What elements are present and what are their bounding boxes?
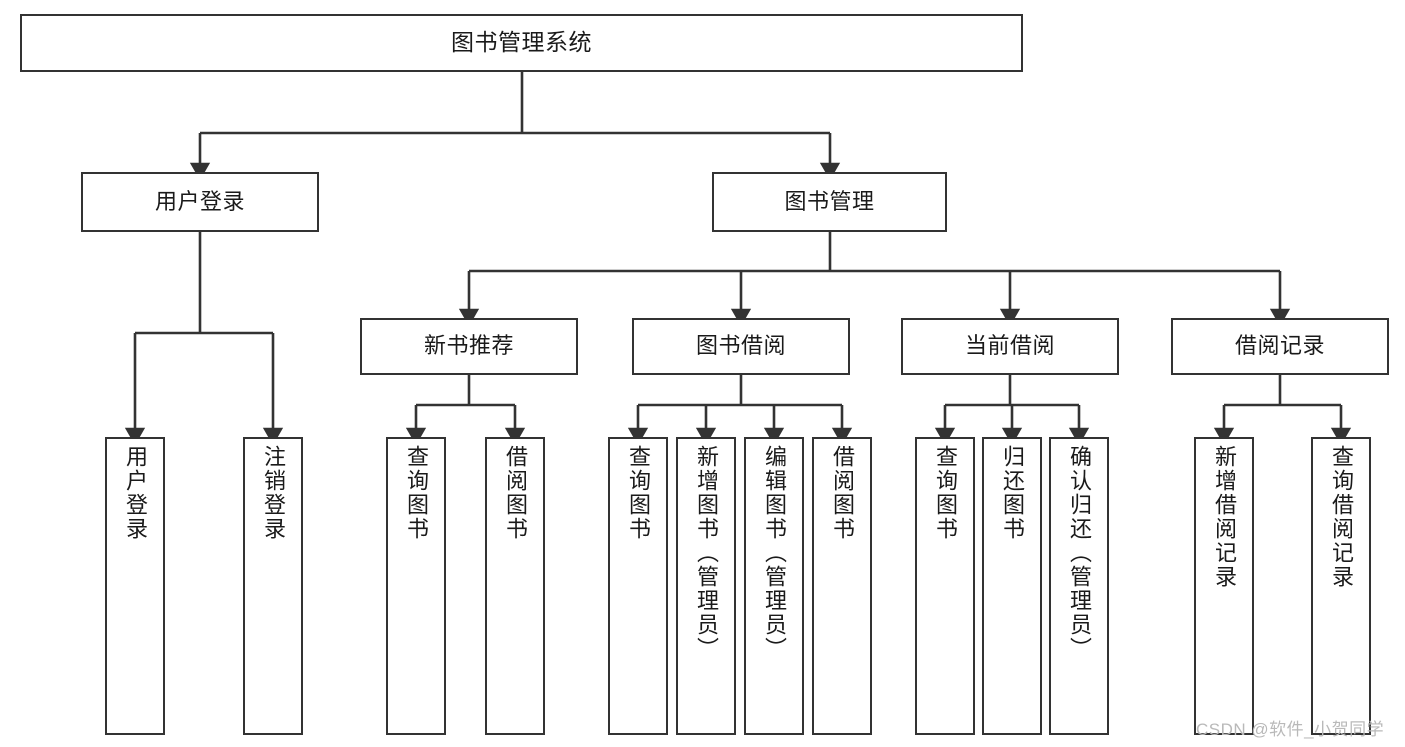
- node-label: 当前借阅: [964, 333, 1055, 359]
- node-book_mgmt[interactable]: 图书管理: [712, 172, 947, 232]
- node-new_rec[interactable]: 新书推荐: [360, 318, 578, 375]
- node-label: 查询借阅记录: [1329, 445, 1354, 589]
- node-label: 归还图书: [1000, 445, 1025, 541]
- node-label: 查询图书: [404, 445, 429, 541]
- node-label: 图书管理系统: [451, 29, 592, 56]
- node-label: 借阅图书: [503, 445, 528, 541]
- node-leaf_add_record[interactable]: 新增借阅记录: [1194, 437, 1254, 735]
- node-label: 新书推荐: [423, 333, 514, 359]
- node-borrow[interactable]: 图书借阅: [632, 318, 850, 375]
- node-label: 编辑图书（管理员）: [762, 445, 787, 661]
- node-leaf_login[interactable]: 用户登录: [105, 437, 165, 735]
- node-label: 借阅图书: [830, 445, 855, 541]
- node-label: 查询图书: [933, 445, 958, 541]
- node-label: 确认归还（管理员）: [1067, 445, 1092, 661]
- node-current[interactable]: 当前借阅: [901, 318, 1119, 375]
- node-root[interactable]: 图书管理系统: [20, 14, 1023, 72]
- node-leaf_add_book[interactable]: 新增图书（管理员）: [676, 437, 736, 735]
- csdn-watermark: CSDN @软件_小贺同学: [1196, 720, 1385, 739]
- node-leaf_return_book[interactable]: 归还图书: [982, 437, 1042, 735]
- node-label: 新增图书（管理员）: [694, 445, 719, 661]
- node-label: 用户登录: [154, 188, 245, 214]
- node-leaf_logout[interactable]: 注销登录: [243, 437, 303, 735]
- node-label: 用户登录: [123, 445, 148, 541]
- node-leaf_query_book_1[interactable]: 查询图书: [386, 437, 446, 735]
- node-leaf_confirm_ret[interactable]: 确认归还（管理员）: [1049, 437, 1109, 735]
- node-leaf_query_book_2[interactable]: 查询图书: [608, 437, 668, 735]
- node-leaf_borrow_book_1[interactable]: 借阅图书: [485, 437, 545, 735]
- node-label: 借阅记录: [1234, 333, 1325, 359]
- node-label: 查询图书: [626, 445, 651, 541]
- node-label: 新增借阅记录: [1212, 445, 1237, 589]
- node-leaf_edit_book[interactable]: 编辑图书（管理员）: [744, 437, 804, 735]
- node-leaf_borrow_book_2[interactable]: 借阅图书: [812, 437, 872, 735]
- node-user_login[interactable]: 用户登录: [81, 172, 319, 232]
- node-label: 图书管理: [784, 188, 875, 214]
- node-records[interactable]: 借阅记录: [1171, 318, 1389, 375]
- node-leaf_query_book_3[interactable]: 查询图书: [915, 437, 975, 735]
- node-leaf_query_record[interactable]: 查询借阅记录: [1311, 437, 1371, 735]
- node-label: 注销登录: [261, 445, 286, 541]
- node-label: 图书借阅: [695, 333, 786, 359]
